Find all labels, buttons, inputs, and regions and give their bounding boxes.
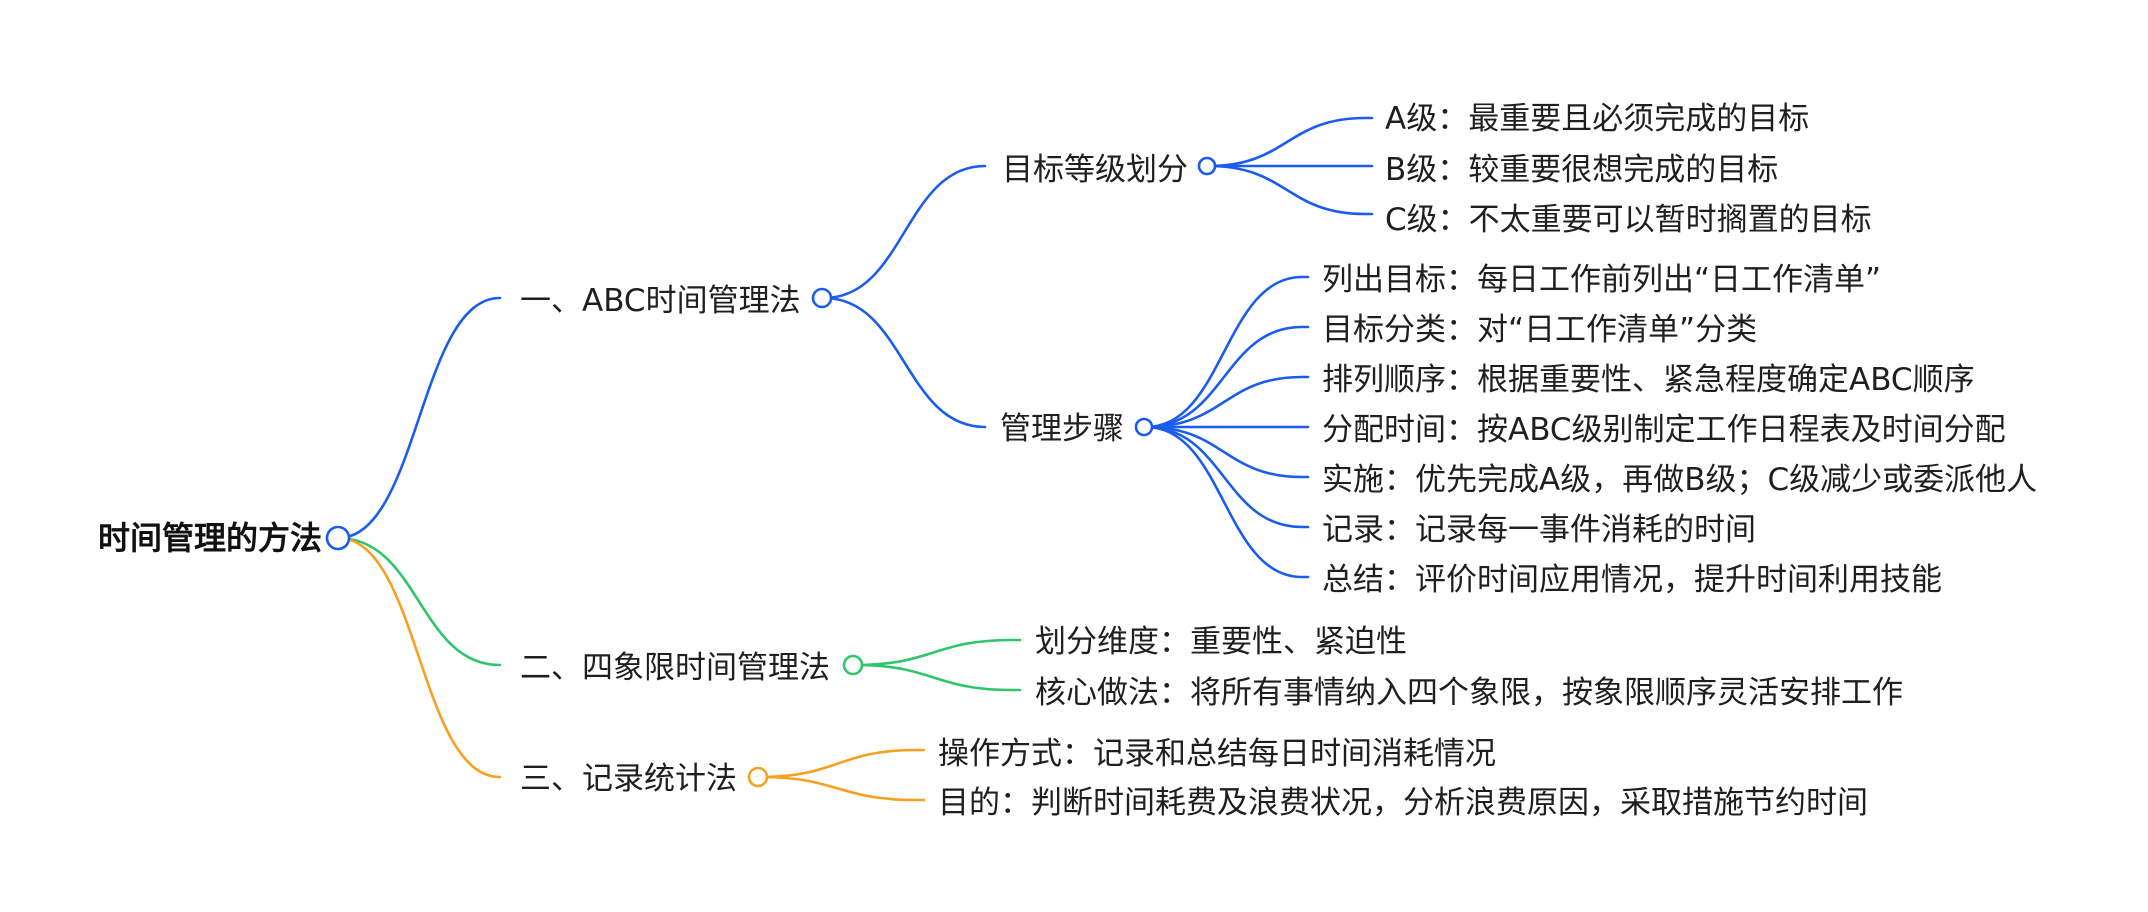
root-topic[interactable]: 时间管理的方法 bbox=[98, 519, 322, 557]
record-operation[interactable]: 操作方式：记录和总结每日时间消耗情况 bbox=[938, 736, 1496, 772]
step-record[interactable]: 记录：记录每一事件消耗的时间 bbox=[1322, 512, 1756, 548]
abc-level-c[interactable]: C级：不太重要可以暂时搁置的目标 bbox=[1385, 202, 1872, 238]
branch-quadrant[interactable]: 二、四象限时间管理法 bbox=[520, 650, 830, 686]
link-step-2 bbox=[1144, 375, 1310, 429]
abc-steps-dot[interactable] bbox=[1134, 417, 1154, 437]
link-record-1 bbox=[758, 775, 926, 802]
root-node-dot[interactable] bbox=[325, 525, 351, 551]
link-root-quadrant bbox=[336, 536, 502, 667]
step-implement[interactable]: 实施：优先完成A级，再做B级；C级减少或委派他人 bbox=[1322, 462, 2037, 498]
mind-map-links bbox=[336, 116, 1374, 802]
link-step-5 bbox=[1144, 425, 1310, 529]
abc-level-a[interactable]: A级：最重要且必须完成的目标 bbox=[1385, 101, 1809, 137]
step-allocate[interactable]: 分配时间：按ABC级别制定工作日程表及时间分配 bbox=[1322, 412, 2006, 448]
abc-goal-levels[interactable]: 目标等级划分 bbox=[1002, 152, 1188, 188]
quadrant-core-method[interactable]: 核心做法：将所有事情纳入四个象限，按象限顺序灵活安排工作 bbox=[1035, 675, 1903, 711]
step-summary[interactable]: 总结：评价时间应用情况，提升时间利用技能 bbox=[1322, 562, 1942, 598]
branch-quadrant-dot[interactable] bbox=[842, 654, 864, 676]
link-quadrant-1 bbox=[853, 663, 1022, 692]
link-root-abc bbox=[336, 296, 502, 540]
branch-abc[interactable]: 一、ABC时间管理法 bbox=[520, 283, 801, 319]
quadrant-dimensions[interactable]: 划分维度：重要性、紧迫性 bbox=[1035, 624, 1407, 660]
step-list-goals[interactable]: 列出目标：每日工作前列出“日工作清单” bbox=[1322, 262, 1881, 298]
link-record-0 bbox=[758, 748, 926, 779]
record-purpose[interactable]: 目的：判断时间耗费及浪费状况，分析浪费原因，采取措施节约时间 bbox=[938, 785, 1868, 821]
abc-levels-dot[interactable] bbox=[1197, 156, 1217, 176]
step-order[interactable]: 排列顺序：根据重要性、紧急程度确定ABC顺序 bbox=[1322, 362, 1975, 398]
branch-abc-dot[interactable] bbox=[811, 287, 833, 309]
link-abc-steps bbox=[822, 296, 987, 429]
mind-map-dots bbox=[325, 156, 1217, 788]
abc-steps[interactable]: 管理步骤 bbox=[1000, 411, 1124, 447]
link-level-0 bbox=[1207, 116, 1374, 168]
abc-level-b[interactable]: B级：较重要很想完成的目标 bbox=[1385, 152, 1778, 188]
branch-record-stats[interactable]: 三、记录统计法 bbox=[520, 761, 737, 797]
mind-map-labels: 时间管理的方法 一、ABC时间管理法 目标等级划分 A级：最重要且必须完成的目标… bbox=[98, 101, 2037, 821]
link-step-6 bbox=[1144, 425, 1310, 579]
link-step-4 bbox=[1144, 425, 1310, 479]
link-root-record bbox=[336, 536, 502, 779]
step-classify[interactable]: 目标分类：对“日工作清单”分类 bbox=[1322, 312, 1757, 348]
link-abc-levels bbox=[822, 164, 987, 300]
link-step-0 bbox=[1144, 275, 1310, 429]
link-level-2 bbox=[1207, 164, 1374, 216]
link-step-1 bbox=[1144, 325, 1310, 429]
link-quadrant-0 bbox=[853, 638, 1022, 667]
branch-record-dot[interactable] bbox=[747, 766, 769, 788]
